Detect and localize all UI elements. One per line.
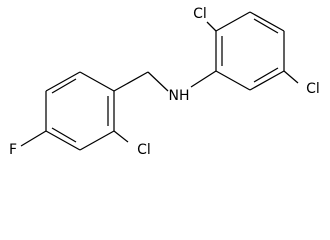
atom-label-cl-top: Cl [193,6,207,22]
bond [113,130,129,143]
bond [206,21,217,32]
bond [249,70,285,91]
bond [215,11,251,32]
bond [45,130,81,151]
atom-label-cl-right: Cl [306,81,320,97]
bond [51,78,77,94]
bond [283,70,299,84]
bond [79,71,115,92]
molecule-drawing: Cl Cl NH Cl F [9,6,320,156]
bond [190,70,217,88]
bond [215,70,251,91]
bond [45,71,81,92]
atom-label-f: F [9,142,17,156]
atom-label-cl-bottom: Cl [137,142,151,156]
bond [20,130,47,147]
bond [253,18,279,34]
bond [113,71,149,92]
bond [249,11,285,32]
atom-label-nh: NH [169,88,190,104]
bond [51,127,77,143]
chlorofluorophenyl-ring [45,71,115,151]
bond [79,130,115,151]
bond [147,71,169,92]
structure-diagram: Cl Cl NH Cl F [8,6,320,156]
dichlorophenyl-ring [215,11,285,91]
bond [253,67,279,83]
